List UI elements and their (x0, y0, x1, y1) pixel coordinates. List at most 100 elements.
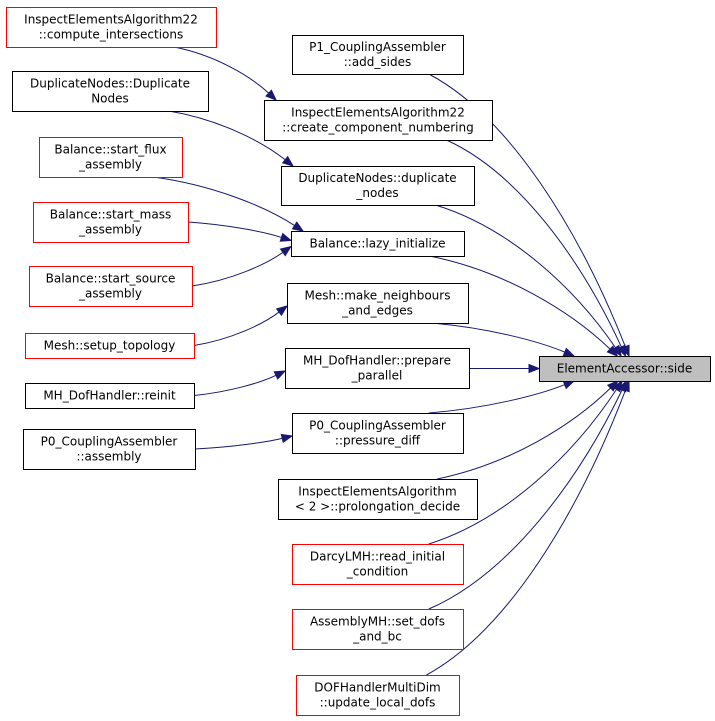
node-box (292, 413, 464, 454)
call-edge (191, 251, 284, 287)
node-label: ::assembly (76, 450, 141, 464)
arrowhead-icon (606, 345, 619, 357)
node-label: _assembly (78, 287, 142, 301)
arrowhead-icon (291, 221, 305, 232)
node-label: ::pressure_diff (335, 434, 421, 448)
node-box (281, 166, 475, 206)
node-label: Mesh::setup_topology (44, 339, 176, 353)
call-edge (173, 46, 270, 94)
node-box (291, 231, 465, 257)
call-edge (193, 311, 280, 346)
node-label: Mesh::make_neighbours (305, 289, 451, 303)
call-edge (193, 374, 277, 396)
node-box (278, 479, 478, 520)
node-box (285, 348, 470, 389)
nodes-layer: InspectElementsAlgorithm22::compute_inte… (6, 7, 711, 716)
graph-node[interactable]: DuplicateNodes::DuplicateNodes (12, 71, 209, 112)
node-label: ::compute_intersections (39, 28, 183, 42)
edges-layer (153, 46, 630, 676)
arrowhead-icon (562, 380, 576, 390)
node-label: _assembly (78, 158, 142, 172)
node-label: AssemblyMH::set_dofs (310, 615, 445, 629)
arrowhead-icon (281, 155, 295, 167)
node-box (25, 333, 195, 359)
node-label: Nodes (91, 92, 129, 106)
graph-node[interactable]: MH_DofHandler::reinit (25, 383, 195, 409)
node-label: _condition (346, 565, 408, 579)
node-label: Balance::start_mass (50, 208, 171, 222)
node-label: Balance::start_flux (54, 143, 166, 157)
graph-node[interactable]: MH_DofHandler::prepare_parallel (285, 348, 470, 389)
graph-node[interactable]: Balance::start_flux_assembly (39, 137, 183, 178)
call-edge (435, 204, 616, 349)
arrowhead-icon (279, 245, 293, 257)
node-box (539, 356, 711, 382)
graph-node[interactable]: Mesh::setup_topology (25, 333, 195, 359)
node-label: _and_edges (341, 304, 413, 318)
node-box (6, 7, 217, 48)
node-label: ::create_component_numbering (282, 121, 473, 135)
graph-node[interactable]: Balance::start_source_assembly (29, 266, 193, 307)
node-box (33, 202, 189, 243)
node-label: InspectElementsAlgorithm22 (291, 106, 465, 120)
node-label: ::add_sides (344, 55, 412, 69)
node-box (292, 544, 464, 585)
arrowhead-icon (611, 344, 622, 358)
arrowhead-icon (275, 305, 289, 317)
arrowhead-icon (562, 347, 576, 357)
call-edge (426, 390, 626, 676)
call-edge (153, 176, 295, 226)
graph-node[interactable]: InspectElementsAlgorithm22::compute_inte… (6, 7, 217, 48)
call-edge (194, 437, 283, 450)
graph-node[interactable]: Balance::lazy_initialize (291, 231, 465, 257)
call-edge (437, 387, 611, 480)
graph-node[interactable]: Mesh::make_neighbours_and_edges (287, 283, 469, 324)
node-box (25, 383, 195, 409)
node-label: InspectElementsAlgorithm22 (24, 13, 198, 27)
target-node[interactable]: ElementAccessor::side (539, 356, 711, 382)
node-box (264, 100, 493, 141)
call-edge (187, 221, 282, 238)
call-edge (431, 322, 565, 353)
node-box (12, 71, 209, 112)
node-box (292, 35, 464, 75)
arrowhead-icon (273, 370, 287, 380)
call-edge (428, 73, 626, 347)
graph-node[interactable]: AssemblyMH::set_dofs_and_bc (292, 609, 464, 650)
node-label: DuplicateNodes::Duplicate (30, 77, 190, 91)
node-box (292, 609, 464, 650)
node-label: DuplicateNodes::duplicate (298, 171, 456, 185)
node-box (39, 137, 183, 178)
node-label: P0_CouplingAssembler (309, 419, 446, 433)
arrowhead-icon (528, 363, 541, 374)
node-label: InspectElementsAlgorithm (298, 485, 456, 499)
node-label: ::update_local_dofs (320, 696, 436, 710)
call-edge (429, 255, 611, 350)
call-edge (428, 389, 623, 610)
node-label: ElementAccessor::side (557, 362, 693, 376)
graph-node[interactable]: InspectElementsAlgorithm< 2 >::prolongat… (278, 479, 478, 520)
node-label: _parallel (351, 369, 403, 383)
call-edge (428, 384, 565, 414)
graph-node[interactable]: DuplicateNodes::duplicate_nodes (281, 166, 475, 206)
graph-node[interactable]: Balance::start_mass_assembly (33, 202, 189, 243)
node-label: P1_CouplingAssembler (309, 40, 446, 54)
node-label: _assembly (78, 223, 142, 237)
graph-node[interactable]: InspectElementsAlgorithm22::create_compo… (264, 100, 493, 141)
graph-node[interactable]: P0_CouplingAssembler::assembly (23, 429, 196, 470)
graph-node[interactable]: DarcyLMH::read_initial_condition (292, 544, 464, 585)
call-edge (428, 389, 617, 545)
node-label: MH_DofHandler::prepare (303, 354, 451, 368)
node-label: DarcyLMH::read_initial (310, 550, 445, 564)
node-label: Balance::lazy_initialize (309, 237, 445, 251)
arrowhead-icon (265, 89, 277, 101)
node-label: MH_DofHandler::reinit (43, 389, 176, 403)
node-box (296, 675, 460, 716)
arrowhead-icon (279, 232, 293, 242)
node-label: DOFHandlerMultiDim (314, 681, 440, 695)
graph-node[interactable]: P0_CouplingAssembler::pressure_diff (292, 413, 464, 454)
graph-node[interactable]: P1_CouplingAssembler::add_sides (292, 35, 464, 75)
node-label: < 2 >::prolongation_decide (295, 500, 460, 514)
graph-node[interactable]: DOFHandlerMultiDim::update_local_dofs (296, 675, 460, 716)
